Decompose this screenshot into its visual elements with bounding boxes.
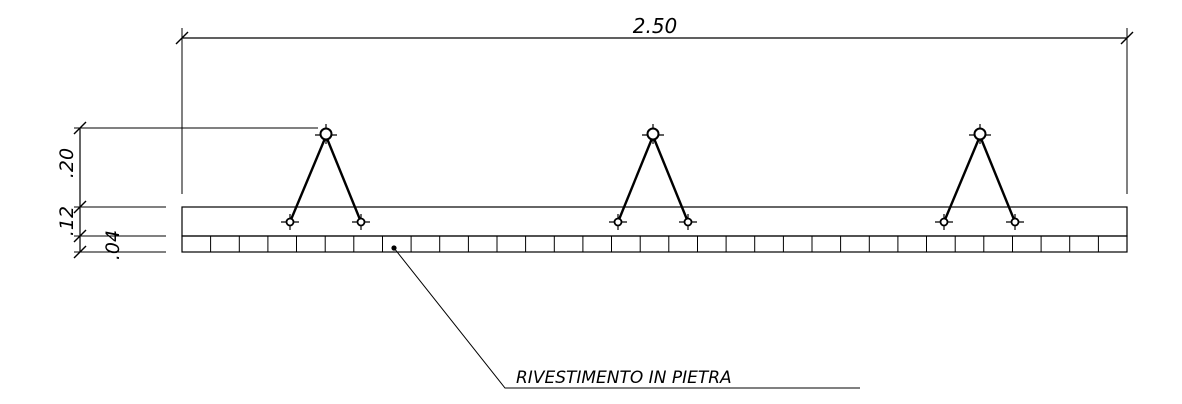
truss-diagonal-left [288, 135, 328, 223]
tick-stone-bottom [73, 245, 87, 259]
truss-diagonal-right [324, 135, 363, 223]
lattice-truss [281, 124, 370, 230]
stone-cladding-joints [210, 236, 1099, 252]
lattice-trusses [281, 124, 1024, 230]
truss-diagonal-left [616, 135, 655, 223]
truss-top-bar [646, 127, 660, 141]
truss-diagonal-right [978, 135, 1017, 223]
leader-line [393, 247, 860, 389]
truss-bottom-bar [285, 217, 295, 227]
stone-cladding-outline [181, 235, 1128, 253]
truss-bottom-bar [356, 217, 366, 227]
vertical-dimension-chain: .20 .12 .04 [56, 121, 318, 260]
overall-width-left-tick [175, 31, 189, 45]
stone-cladding [181, 235, 1128, 253]
slab-thickness-label: .12 [56, 206, 78, 236]
truss-diagonal-left [942, 135, 982, 223]
truss-diagonal-right [651, 135, 690, 223]
lattice-truss [609, 124, 697, 230]
overall-width-right-tick [1120, 31, 1134, 45]
stone-cladding-label: RIVESTIMENTO IN PIETRA [516, 368, 732, 388]
tick-slab-top [73, 200, 87, 214]
tick-slab-bottom [73, 229, 87, 243]
truss-bottom-bar [939, 217, 949, 227]
overall-width-dimension: 2.50 [175, 14, 1134, 194]
truss-bottom-bar [683, 217, 693, 227]
tick-truss-top [73, 121, 87, 135]
truss-top-bar [319, 127, 333, 141]
truss-height-label: .20 [56, 148, 78, 178]
truss-bottom-bar [613, 217, 623, 227]
concrete-slab [181, 206, 1128, 237]
truss-top-bar [973, 127, 987, 141]
overall-width-label: 2.50 [633, 14, 678, 38]
stone-cladding-callout: RIVESTIMENTO IN PIETRA [391, 245, 860, 389]
truss-bottom-bar [1010, 217, 1020, 227]
stone-thickness-label: .04 [102, 230, 124, 260]
lattice-truss [935, 124, 1024, 230]
